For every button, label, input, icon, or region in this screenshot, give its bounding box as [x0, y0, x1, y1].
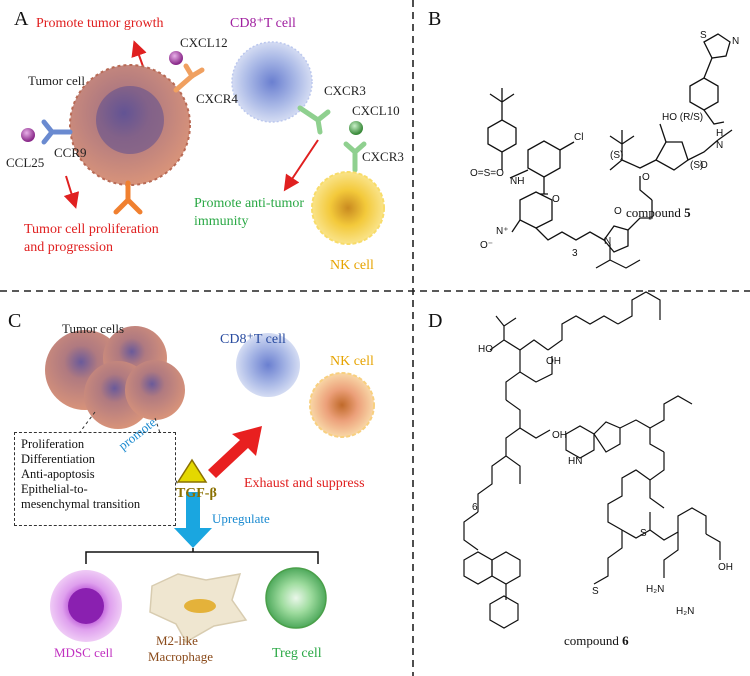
tumor-cells-cluster [45, 326, 185, 429]
compound-6-label: compound 6 [564, 633, 629, 648]
atom-o2: O [642, 172, 650, 183]
atom-o4: O [614, 206, 622, 217]
label-m2-2: Macrophage [148, 649, 213, 664]
bottom-receptor [113, 180, 143, 215]
label-tumor-prolif-1: Tumor cell proliferation [24, 222, 159, 237]
panel-label-a: A [14, 8, 29, 30]
label-promote-tumor-growth: Promote tumor growth [36, 16, 164, 31]
cd8-t-cell-shape-c [236, 333, 300, 397]
atom-n-amide: N [716, 140, 724, 151]
label-nk-cell-a: NK cell [330, 258, 374, 273]
macrophage-shape [149, 573, 248, 644]
panel-label-d: D [428, 310, 443, 332]
panel-label-b: B [428, 8, 442, 30]
exhaust-arrow [208, 426, 262, 478]
atom-hn-indole: HN [568, 456, 583, 467]
atom-h2n-1: H₂N [646, 584, 665, 595]
label-ccl25: CCL25 [6, 155, 45, 170]
cxcl10-ligand [349, 121, 363, 135]
effect-item: Epithelial-to- [21, 482, 88, 496]
mdsc-cell-shape [50, 570, 122, 642]
label-antitumor-2: immunity [194, 214, 249, 229]
atom-cl: Cl [574, 132, 584, 143]
atom-n-triazole: N [604, 236, 612, 247]
ccl25-ligand [21, 128, 35, 142]
compound-6-structure [463, 244, 721, 629]
label-tgf-beta: TGF-β [176, 486, 217, 501]
label-exhaust-suppress: Exhaust and suppress [244, 476, 365, 491]
label-cxcr3-nk: CXCR3 [362, 149, 404, 164]
label-m2-1: M2-like [156, 633, 198, 648]
cell-bracket [85, 548, 319, 564]
label-mdsc: MDSC cell [54, 645, 113, 660]
atom-sulfonyl: O=S=O [470, 168, 504, 179]
nk-cell-shape [311, 171, 385, 245]
label-cxcl10: CXCL10 [352, 103, 400, 118]
label-cd8-t-cell-a: CD8⁺T cell [230, 16, 296, 31]
label-upregulate: Upregulate [212, 511, 270, 526]
ccr9-receptor [41, 119, 73, 145]
atom-oh-2: OH [552, 430, 567, 441]
atom-ho: HO [478, 344, 493, 355]
atom-o1: O [552, 194, 560, 205]
effect-item: Anti-apoptosis [21, 467, 95, 481]
atom-ho-rs: HO (R/S) [662, 112, 704, 123]
callout-line [79, 411, 179, 487]
tumor-cell-shape [69, 64, 191, 186]
cxcr3-receptor-nk [343, 141, 367, 173]
effect-item: Proliferation [21, 437, 85, 451]
label-cxcl12: CXCL12 [180, 35, 228, 50]
label-antitumor-1: Promote anti-tumor [194, 196, 305, 211]
atom-oh-1: OH [546, 356, 561, 367]
label-treg: Treg cell [272, 646, 322, 661]
atom-oh-3: OH [718, 562, 733, 573]
tgf-beta-triangle [176, 458, 208, 483]
atom-h2n-2: H₂N [676, 606, 695, 617]
panel-label-c: C [8, 310, 22, 332]
label-cd8-t-cell-c: CD8⁺T cell [220, 332, 286, 347]
atom-s-2: S [640, 528, 647, 539]
effects-box: Proliferation Differentiation Anti-apopt… [14, 432, 176, 526]
arrow-tumor-prolif [63, 175, 80, 209]
cxcl12-ligand [169, 51, 183, 65]
atom-s1: (S) [610, 150, 624, 161]
label-cxcr4: CXCR4 [196, 91, 238, 106]
effect-item: mesenchymal transition [21, 497, 141, 511]
arrow-antitumor [283, 139, 319, 192]
cxcr4-receptor [173, 63, 205, 93]
cxcr3-receptor-t [297, 105, 331, 135]
label-tumor-cells: Tumor cells [62, 321, 124, 336]
atom-o3: O [700, 160, 708, 171]
atom-s-thiazole: S [700, 30, 707, 41]
label-nk-cell-c: NK cell [330, 354, 374, 369]
atom-s-1: S [592, 586, 599, 597]
atom-subscript-3: 3 [572, 248, 578, 259]
atom-h-amide: H [716, 128, 724, 139]
cd8-t-cell-shape [231, 41, 313, 123]
label-cxcr3-t: CXCR3 [324, 83, 366, 98]
label-tumor-prolif-2: and progression [24, 240, 114, 255]
atom-o-minus: O⁻ [480, 240, 494, 251]
effect-item: Differentiation [21, 452, 96, 466]
compound-5-label: compound 5 [626, 205, 691, 220]
atom-n-plus: N⁺ [496, 226, 509, 237]
treg-cell-shape [265, 567, 327, 629]
label-ccr9: CCR9 [54, 145, 87, 160]
atom-nh: NH [510, 176, 525, 187]
compound-5-structure [487, 33, 733, 253]
label-tumor-cell: Tumor cell [28, 73, 85, 88]
atom-subscript-6: 6 [472, 502, 478, 513]
nk-cell-shape-c [309, 372, 375, 438]
upregulate-arrow [174, 492, 212, 548]
atom-s2: (S) [690, 160, 704, 171]
atom-n-thiazole: N [732, 36, 740, 47]
